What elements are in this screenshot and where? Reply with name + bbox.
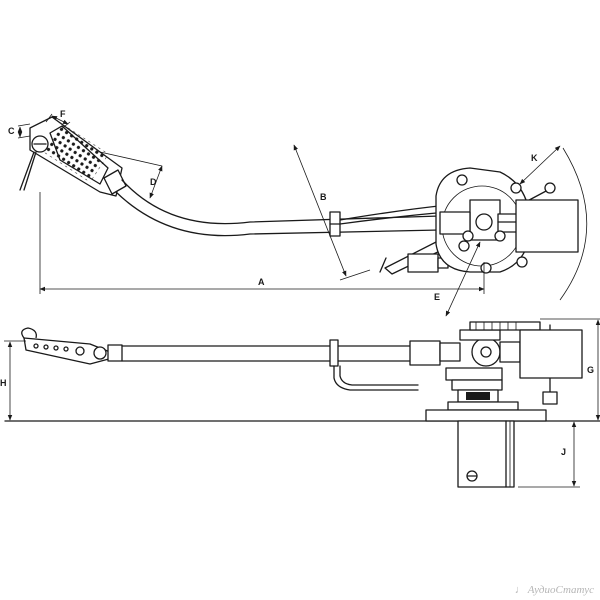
label-k: K [531,153,538,163]
dimension-g: G [540,318,600,421]
headshell-top [19,116,127,197]
label-c: C [8,126,15,136]
headshell-side [21,327,123,365]
dimension-d: D [99,151,163,199]
top-view: C F D B [8,109,588,317]
counterweight-top [515,199,579,253]
watermark-text: АудиоСтатус [527,584,594,596]
label-g: G [587,365,594,375]
base-screw-icon [458,240,470,252]
side-view: H G J [0,318,600,488]
dimension-b: B [293,144,371,281]
label-a: A [258,277,265,287]
dimension-j: J [518,421,580,488]
antiskate-weight-icon [542,391,558,405]
pivot-icon [480,346,492,358]
dimension-a: A [39,192,485,294]
audiostatus-logo-icon: ♩ [514,584,526,596]
armrest-side [329,339,419,391]
counterweight-side [519,329,583,379]
watermark: ♩АудиоСтатус [515,584,594,596]
base-screw-icon [516,256,528,268]
dimension-k: K [519,145,561,185]
base-screw-icon [480,262,492,274]
dimension-c: C [8,123,31,139]
swing-arc [559,147,588,301]
pivot-icon [475,213,493,231]
label-j: J [561,447,566,457]
label-h: H [0,378,7,388]
dimension-e: E [434,241,481,317]
label-b: B [320,192,327,202]
mounting-pillar [457,420,515,488]
antiskate-weight-icon [544,182,556,194]
label-d: D [150,177,157,187]
label-f: F [60,109,66,119]
headshell-screw-icon [75,346,85,356]
pivot-assembly-side [409,321,558,422]
headshell-screw-icon [93,346,107,360]
base-screw-icon [456,174,468,186]
dimension-f: F [45,109,71,131]
arm-tube-top [121,179,441,225]
dimension-h: H [0,340,26,421]
base-screw-icon [510,182,522,194]
label-e: E [434,292,440,302]
arm-clip [329,211,341,237]
